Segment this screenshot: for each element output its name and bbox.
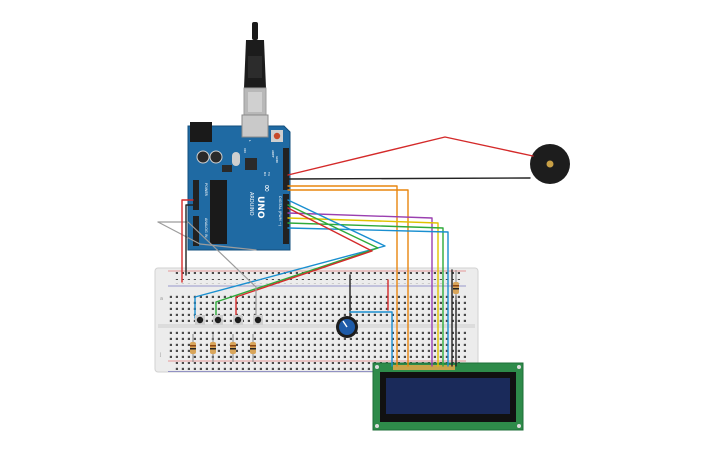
wires bbox=[157, 136, 534, 367]
wire-gray-2[interactable] bbox=[157, 221, 257, 251]
capacitor bbox=[209, 150, 223, 164]
resistor-2[interactable] bbox=[210, 334, 216, 362]
on-label: ON bbox=[243, 148, 247, 153]
piezo-buzzer[interactable] bbox=[530, 144, 570, 184]
wire-black-buzzer[interactable] bbox=[287, 177, 531, 180]
lcd-screen bbox=[386, 378, 510, 414]
digital-header-bottom bbox=[283, 194, 289, 244]
wire-red-button[interactable] bbox=[235, 207, 373, 319]
wire-orange-2[interactable] bbox=[287, 189, 409, 367]
button-2[interactable] bbox=[213, 315, 223, 325]
svg-text:j: j bbox=[159, 352, 161, 358]
power-jack bbox=[190, 122, 212, 142]
button-1[interactable] bbox=[195, 315, 205, 325]
power-label: POWER bbox=[204, 183, 208, 197]
aref-label: AREF bbox=[271, 150, 275, 158]
capacitor bbox=[196, 150, 210, 164]
wire-red-buzzer[interactable] bbox=[287, 136, 534, 176]
wire-yellow[interactable] bbox=[287, 217, 439, 367]
wire-black-power[interactable] bbox=[185, 204, 194, 276]
lcd-pins bbox=[393, 365, 455, 370]
wire-blue-lcd[interactable] bbox=[287, 227, 449, 367]
button-3[interactable] bbox=[233, 315, 243, 325]
lcd-16x2[interactable] bbox=[372, 362, 524, 431]
button-4[interactable] bbox=[253, 315, 263, 325]
wire-orange-1[interactable] bbox=[287, 185, 398, 367]
atmega-chip bbox=[210, 180, 227, 244]
digital-label: DIGITAL (PWM ~) bbox=[278, 196, 282, 227]
arduino-logo: ∞ bbox=[261, 184, 272, 192]
crystal bbox=[232, 152, 240, 166]
wire-gray-button[interactable] bbox=[157, 221, 257, 319]
resistor-4[interactable] bbox=[250, 334, 256, 362]
wire-red-power[interactable] bbox=[181, 199, 194, 283]
analog-label: ANALOG IN bbox=[204, 218, 208, 238]
usb-port bbox=[241, 114, 269, 138]
resistor-1[interactable] bbox=[190, 334, 196, 362]
digital-header-top bbox=[283, 148, 289, 190]
svg-text:a: a bbox=[160, 296, 163, 302]
wire-blue-pot[interactable] bbox=[349, 311, 393, 367]
usb-cable[interactable] bbox=[243, 22, 267, 117]
potentiometer[interactable] bbox=[336, 316, 358, 338]
tx-label: TX bbox=[267, 171, 271, 176]
arduino-uno-board[interactable]: UNO ARDUINO ∞ DIGITAL (PWM ~) POWER ANAL… bbox=[187, 114, 291, 251]
wire-green-button[interactable] bbox=[215, 204, 379, 319]
wire-purple[interactable] bbox=[287, 212, 433, 367]
resistor-3[interactable] bbox=[230, 334, 236, 362]
resistor-5[interactable] bbox=[453, 270, 459, 300]
wire-blue-button[interactable] bbox=[194, 199, 386, 319]
gnd-label: GND bbox=[275, 156, 279, 164]
arduino-model-label: UNO bbox=[255, 196, 265, 219]
rx-label: RX bbox=[263, 172, 267, 176]
arduino-sub-label: ARDUINO bbox=[248, 192, 254, 216]
l-label: L bbox=[248, 140, 252, 142]
